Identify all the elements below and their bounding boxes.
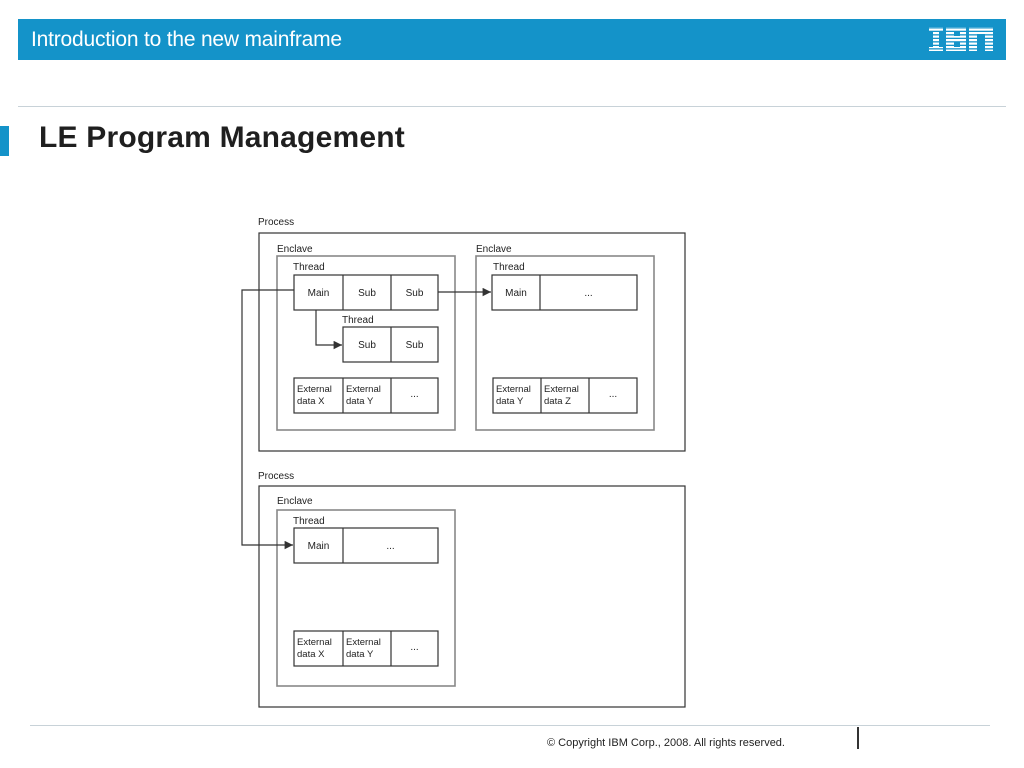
cross-process-arrow bbox=[241, 289, 294, 550]
enclave-b-external-y-line-2: data Y bbox=[496, 396, 524, 407]
enclave-c-main: Main bbox=[308, 541, 330, 552]
thread-1-main: Main bbox=[308, 288, 330, 299]
le-program-management-diagram: Process Enclave Thread Main Sub Sub Thre… bbox=[241, 217, 686, 708]
copyright-text: © Copyright IBM Corp., 2008. All rights … bbox=[547, 737, 785, 749]
enclave-b-external-z-line-1: External bbox=[544, 384, 579, 395]
enclave-c-more: ... bbox=[386, 541, 394, 552]
enclave-b-more: ... bbox=[584, 288, 592, 299]
enclave-c-box bbox=[276, 509, 456, 687]
thread-1-label: Thread bbox=[293, 262, 325, 273]
footer-divider bbox=[30, 725, 990, 726]
external-data-y-line-1: External bbox=[346, 384, 381, 395]
enclave-c-external-y-line-2: data Y bbox=[346, 649, 374, 660]
process-2-box bbox=[258, 485, 686, 708]
enclave-c-label: Enclave bbox=[277, 496, 313, 507]
enclave-b-external-data bbox=[492, 377, 638, 414]
footer-separator bbox=[857, 727, 859, 749]
thread-1-box bbox=[293, 274, 439, 311]
enclave-a-box bbox=[276, 255, 456, 431]
thread-2-sub-1: Sub bbox=[358, 340, 376, 351]
enclave-b-external-more: ... bbox=[609, 389, 617, 400]
external-data-more: ... bbox=[410, 389, 418, 400]
enclave-c-external-x-line-1: External bbox=[297, 637, 332, 648]
external-data-y-line-2: data Y bbox=[346, 396, 374, 407]
enclave-b-thread-label: Thread bbox=[493, 262, 525, 273]
external-data-x-line-2: data X bbox=[297, 396, 325, 407]
enclave-c-external-y-line-1: External bbox=[346, 637, 381, 648]
enclave-a-external-data bbox=[293, 377, 439, 414]
enclave-b-thread-box bbox=[491, 274, 638, 311]
process-1-label: Process bbox=[258, 217, 294, 228]
thread-2-label: Thread bbox=[342, 315, 374, 326]
page-title: LE Program Management bbox=[39, 121, 405, 154]
enclave-c-thread-box bbox=[293, 527, 439, 564]
spawn-thread-arrow bbox=[315, 310, 342, 350]
external-data-x-line-1: External bbox=[297, 384, 332, 395]
header-divider bbox=[18, 106, 1006, 107]
thread-1-sub-2: Sub bbox=[406, 288, 424, 299]
thread-2-sub-2: Sub bbox=[406, 340, 424, 351]
enclave-b-label: Enclave bbox=[476, 244, 512, 255]
title-accent-bar bbox=[0, 126, 9, 156]
enclave-c-external-x-line-2: data X bbox=[297, 649, 325, 660]
enclave-c-thread-label: Thread bbox=[293, 516, 325, 527]
enclave-c-external-data bbox=[293, 630, 439, 667]
enclave-b-external-y-line-1: External bbox=[496, 384, 531, 395]
enclave-b-main: Main bbox=[505, 288, 527, 299]
enclave-b-box bbox=[475, 255, 655, 431]
course-title: Introduction to the new mainframe bbox=[31, 28, 342, 51]
enclave-a-label: Enclave bbox=[277, 244, 313, 255]
process-2-label: Process bbox=[258, 471, 294, 482]
enclave-b-external-z-line-2: data Z bbox=[544, 396, 571, 407]
process-1-box bbox=[258, 232, 686, 452]
header-banner: Introduction to the new mainframe bbox=[18, 19, 1006, 60]
enclave-c-external-more: ... bbox=[410, 642, 418, 653]
thread-1-sub-1: Sub bbox=[358, 288, 376, 299]
ibm-logo bbox=[929, 27, 993, 51]
